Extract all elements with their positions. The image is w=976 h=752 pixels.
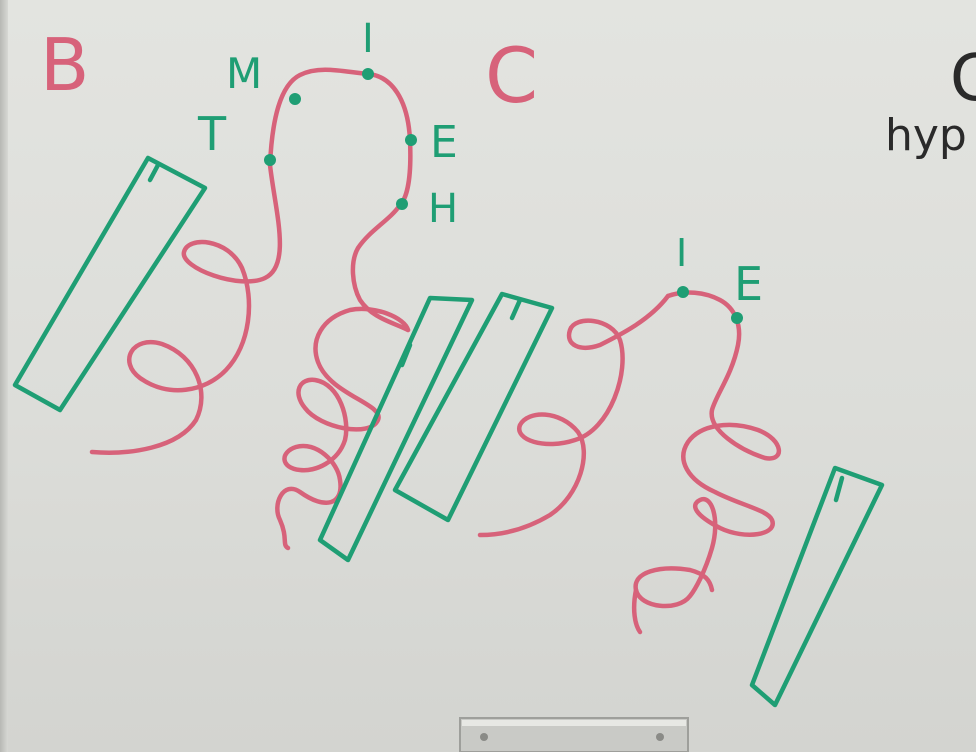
residue-dot-h bbox=[396, 198, 408, 210]
green-helix-a bbox=[12, 155, 208, 413]
green-helix-d-inner bbox=[833, 475, 845, 503]
residue-dot-i1 bbox=[362, 68, 374, 80]
edge-letter-c: C bbox=[950, 42, 976, 116]
residue-label-e2: E bbox=[734, 257, 763, 311]
domain-label-c: C bbox=[485, 31, 538, 120]
green-helix-d bbox=[749, 465, 885, 708]
residue-label-m: M bbox=[226, 49, 262, 98]
green-helix-b bbox=[317, 295, 475, 563]
residue-dot-i2 bbox=[677, 286, 689, 298]
pink-coil-left bbox=[89, 162, 283, 455]
board-frame-edge bbox=[0, 0, 8, 752]
edge-word-hyp: hyp bbox=[885, 110, 967, 161]
green-helix-a-inner bbox=[147, 162, 161, 183]
pink-loop-e bbox=[633, 290, 782, 609]
residue-dot-e1 bbox=[405, 134, 417, 146]
residue-label-t: T bbox=[197, 107, 227, 161]
residue-dot-e2 bbox=[731, 312, 743, 324]
pink-coil-tail bbox=[631, 587, 643, 635]
residue-label-i1: I bbox=[362, 16, 374, 62]
domain-label-b: B bbox=[40, 23, 89, 107]
residue-dot-m bbox=[289, 93, 301, 105]
residue-label-h: H bbox=[428, 186, 458, 232]
pink-loop-top bbox=[267, 67, 413, 333]
green-helix-c-inner bbox=[399, 297, 523, 368]
residue-dot-t bbox=[264, 154, 276, 166]
green-helix-c bbox=[392, 291, 555, 523]
residue-label-i2: I bbox=[676, 231, 687, 275]
pink-loop-right bbox=[477, 293, 671, 538]
pink-coil-middle bbox=[275, 306, 411, 551]
residue-label-e1: E bbox=[430, 117, 458, 168]
marker-tray bbox=[459, 717, 689, 752]
